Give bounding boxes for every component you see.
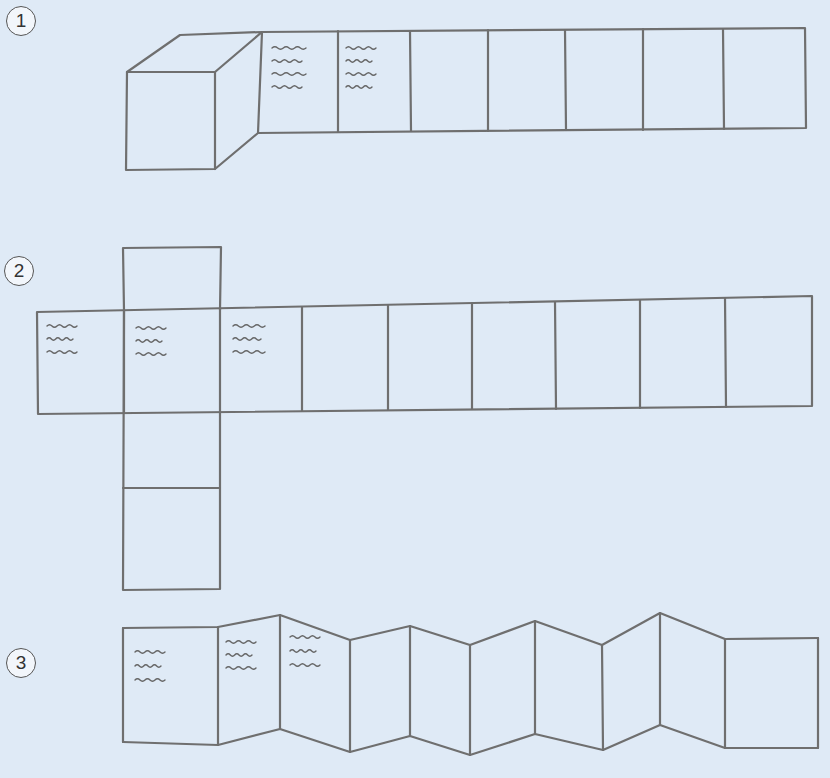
scribble-line (135, 679, 165, 682)
scribble-line (226, 641, 256, 644)
net-fold (123, 487, 220, 489)
scribble-line (233, 325, 265, 328)
scribble-lines (47, 47, 376, 682)
net-column (123, 310, 220, 590)
scribble-line (290, 664, 320, 667)
cube-top (127, 32, 262, 72)
scribble-line (47, 325, 77, 328)
callout-number: 2 (4, 256, 34, 286)
scribble-line (346, 47, 376, 50)
accordion-book (123, 613, 818, 755)
scribble-line (233, 338, 261, 341)
accordion-top (123, 613, 818, 645)
cross-net (37, 247, 812, 590)
scribble-line (346, 60, 372, 63)
scribble-line (346, 73, 376, 76)
scribble-line (346, 86, 372, 89)
page-folds (338, 29, 724, 132)
scribble-line (233, 351, 265, 354)
scribble-line (272, 73, 306, 76)
scribble-line (135, 651, 165, 654)
cube-front (126, 72, 215, 170)
cube-side (215, 32, 262, 169)
cube-with-strip (126, 28, 806, 170)
accordion-folds (123, 613, 818, 755)
callout-number: 3 (6, 648, 36, 678)
scribble-line (272, 60, 302, 63)
scribble-line (290, 650, 316, 653)
net-folds (124, 298, 726, 412)
net-top-cell (123, 247, 221, 310)
page-strip (258, 28, 806, 133)
net-band (37, 296, 812, 414)
scribble-line (136, 327, 166, 330)
scribble-line (226, 667, 256, 670)
scribble-line (47, 351, 77, 354)
scribble-line (226, 654, 252, 657)
scribble-line (136, 353, 166, 356)
scribble-line (136, 340, 162, 343)
scribble-line (272, 86, 302, 89)
scribble-line (290, 636, 320, 639)
scribble-line (135, 665, 161, 668)
scribble-line (272, 47, 306, 50)
callout-number: 1 (6, 6, 36, 36)
scribble-line (47, 338, 73, 341)
